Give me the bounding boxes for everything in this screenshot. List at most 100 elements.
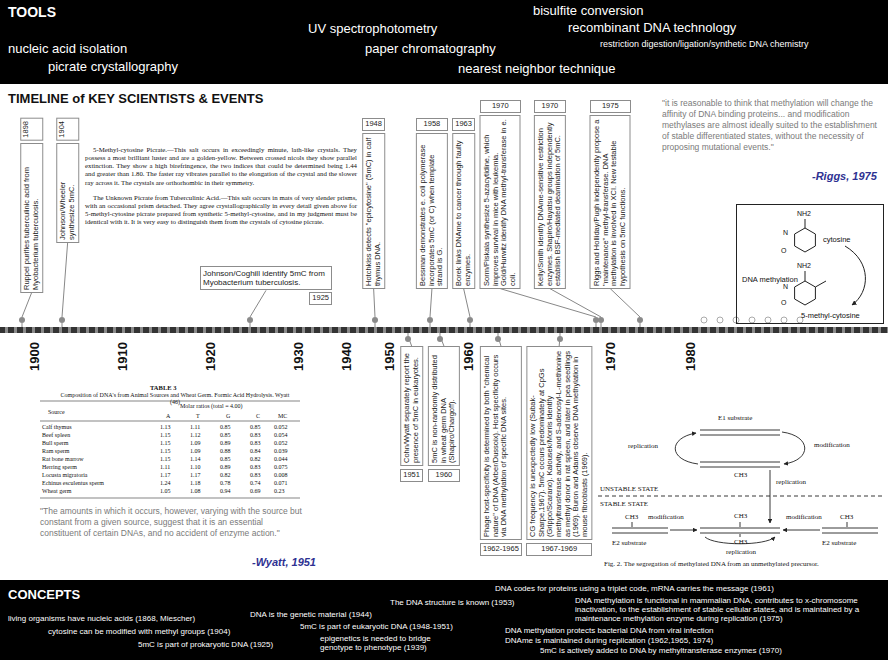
axis-stripe <box>608 327 611 333</box>
axis-stripe <box>194 327 197 333</box>
axis-stripe <box>527 327 530 333</box>
label: 1.11 <box>160 464 170 471</box>
concepts-band <box>0 580 888 660</box>
axis-stripe <box>860 327 863 333</box>
leader-line <box>408 333 409 336</box>
label: replication <box>628 442 658 450</box>
leader-line <box>500 289 596 317</box>
label: DNA methylation protects bacterial DNA f… <box>505 626 714 635</box>
axis-stripe <box>149 327 152 333</box>
label: 1.09 <box>190 440 201 447</box>
modification-arrow <box>670 530 697 531</box>
label: Source <box>48 409 65 416</box>
axis-stripe <box>725 327 728 333</box>
label: picrate crystallography <box>48 60 178 75</box>
axis-stripe <box>716 327 719 333</box>
axis-stripe <box>311 327 314 333</box>
label: Molar ratios (total = 4.00) <box>180 403 243 410</box>
label: "The amounts in which it occurs, however… <box>40 506 302 539</box>
axis-stripe <box>644 327 647 333</box>
structure-label: DNA methylation <box>742 275 798 284</box>
axis-stripe <box>50 327 53 333</box>
axis-stripe <box>626 327 629 333</box>
cytosine-ring <box>795 228 816 252</box>
axis-stripe <box>770 327 773 333</box>
axis-stripe <box>635 327 638 333</box>
label: 0.94 <box>220 488 231 495</box>
event-text: Borek links DNAme to cancer through faul… <box>452 133 475 289</box>
axis-stripe <box>131 327 134 333</box>
timeline-axis <box>0 317 888 333</box>
label: 0.054 <box>274 432 288 439</box>
label: 1950 <box>383 342 398 371</box>
event-text: Ruppel purifies tuberculinic acid from M… <box>20 143 43 293</box>
tools-band <box>0 0 888 84</box>
methyl-bond <box>815 281 826 287</box>
axis-stripe <box>410 327 413 333</box>
label: restriction digestion/ligation/synthetic… <box>600 39 809 49</box>
label: 1.08 <box>190 488 201 495</box>
axis-stripe <box>437 327 440 333</box>
label: Locusta migratoria <box>42 472 87 479</box>
amine-bond <box>805 271 806 281</box>
axis-stripe <box>212 327 215 333</box>
label: O <box>781 247 786 255</box>
table-rules <box>40 401 300 498</box>
axis-stripe <box>779 327 782 333</box>
label: replication <box>726 548 756 556</box>
label: nucleic acid isolation <box>8 42 127 57</box>
axis-stripe <box>167 327 170 333</box>
axis-stripe <box>275 327 278 333</box>
leader-line <box>560 333 561 336</box>
axis-stripe <box>572 327 575 333</box>
event-dot <box>557 336 563 342</box>
event-text: Phage host-specificity is determined by … <box>480 346 522 540</box>
axis-stripe <box>266 327 269 333</box>
label: STABLE STATE <box>600 500 648 508</box>
label: replication <box>776 478 806 486</box>
leader-line <box>374 289 375 317</box>
label: 1.10 <box>190 464 201 471</box>
label: 1.12 <box>190 432 201 439</box>
event-box: 1925Johnson/Coghill identify 5mC from My… <box>200 266 332 305</box>
axis-stripe <box>797 327 800 333</box>
axis-stripe <box>806 327 809 333</box>
axis-stripe <box>257 327 260 333</box>
axis-marker <box>781 317 787 323</box>
axis-stripe <box>428 327 431 333</box>
label: TOOLS <box>8 4 56 20</box>
leader-line <box>250 323 251 327</box>
event-dot <box>19 317 25 323</box>
event-dot <box>247 317 253 323</box>
structure-label: cytosine <box>823 235 851 244</box>
axis-stripe <box>518 327 521 333</box>
event-year: 1948 <box>362 118 385 131</box>
axis-stripe <box>500 327 503 333</box>
axis-stripe <box>356 327 359 333</box>
label: 1940 <box>340 342 355 371</box>
leader-line <box>640 323 641 327</box>
axis-stripe <box>68 327 71 333</box>
axis-stripe <box>41 327 44 333</box>
axis-stripe <box>5 327 8 333</box>
label: modification <box>648 513 684 521</box>
axis-stripe <box>140 327 143 333</box>
label: 1.09 <box>190 448 201 455</box>
label: 1.17 <box>190 472 201 479</box>
event-box: 19605mC is non-randomly distributed in w… <box>428 346 460 482</box>
label: recombinant DNA technology <box>568 21 736 36</box>
label: Bull sperm <box>42 440 69 447</box>
label: 0.039 <box>274 448 288 455</box>
event-text: 5mC is non-randomly distributed in wheat… <box>428 346 460 466</box>
dna-duplex <box>700 430 780 435</box>
event-box: 1967-1969CG frequency is unexpectedly lo… <box>526 346 592 556</box>
label: 1900 <box>28 342 43 371</box>
axis-stripe <box>293 327 296 333</box>
event-year: 1925 <box>309 292 332 305</box>
label: 5-Methyl-cytosine Picrate.—This salt occ… <box>85 146 357 187</box>
label: Rat bone marrow <box>42 456 84 463</box>
label: T <box>196 413 200 420</box>
axis-stripe <box>32 327 35 333</box>
label: 0.052 <box>274 424 288 431</box>
event-year: 1970 <box>534 100 566 113</box>
